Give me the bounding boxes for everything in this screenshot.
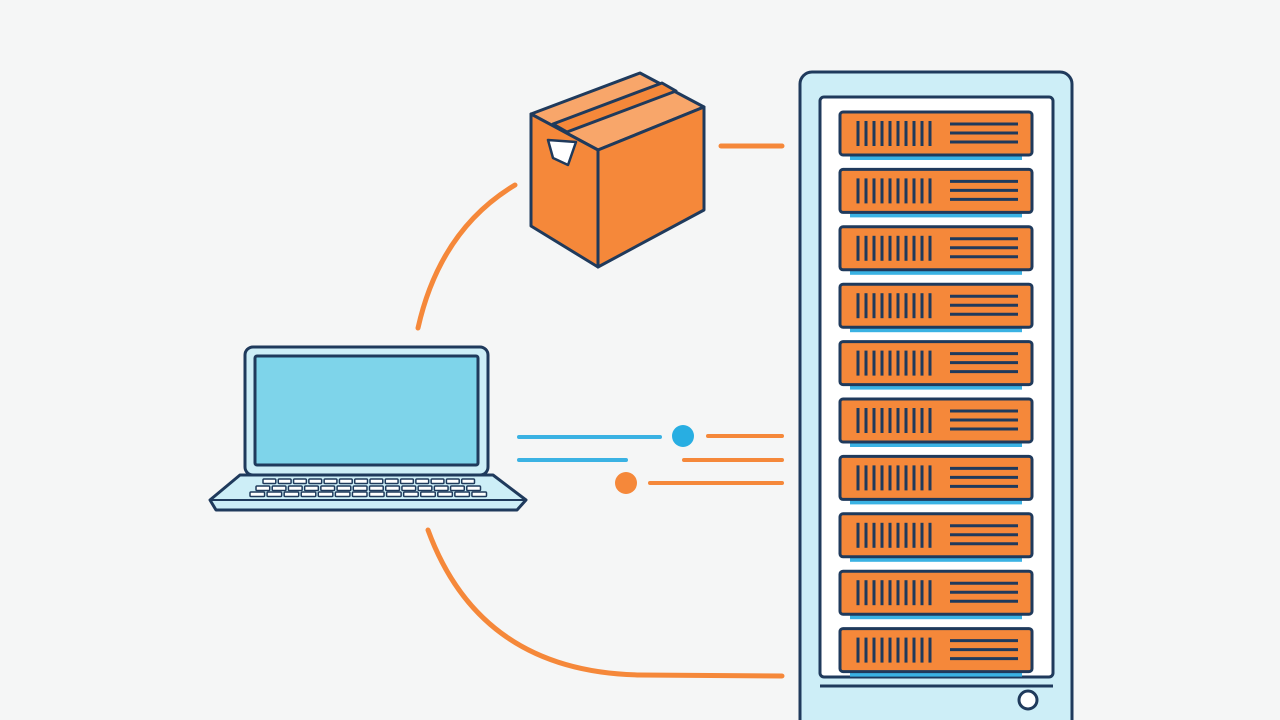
keyboard-key — [368, 491, 385, 498]
keyboard-key — [466, 485, 482, 492]
stream-dot-orange — [615, 472, 637, 494]
rack-unit — [838, 282, 1034, 333]
keyboard-key — [353, 478, 369, 485]
laptop-screen — [253, 354, 480, 467]
rack-unit — [838, 569, 1034, 620]
keyboard-key — [445, 478, 460, 485]
keyboard-key — [255, 485, 271, 492]
package-box-icon — [529, 71, 706, 269]
rack-unit — [838, 167, 1034, 218]
server-rack-icon — [798, 70, 1074, 720]
keyboard-key — [471, 491, 488, 498]
keyboard-key — [399, 478, 415, 485]
keyboard-key — [449, 485, 466, 492]
keyboard-key — [460, 478, 476, 485]
keyboard-key — [419, 491, 437, 498]
keyboard-key — [317, 491, 334, 498]
keyboard-key — [437, 491, 454, 498]
rack-unit — [838, 627, 1034, 677]
keyboard-key — [300, 491, 317, 498]
keyboard-key — [384, 478, 399, 485]
keyboard-key — [352, 485, 368, 492]
rack-unit — [838, 512, 1034, 562]
keyboard-key — [336, 485, 352, 492]
keyboard-key — [430, 478, 445, 485]
box-tape — [551, 81, 678, 134]
keyboard-key — [368, 485, 384, 492]
box-right-face — [596, 105, 706, 269]
rack-unit — [838, 340, 1034, 390]
keyboard-key — [401, 485, 417, 492]
data-stream — [517, 425, 784, 494]
keyboard-key — [303, 485, 320, 492]
connection-lines — [415, 143, 785, 679]
rack-unit — [838, 225, 1034, 275]
keyboard-key — [338, 478, 353, 485]
keyboard-key — [323, 478, 338, 485]
box-tape-flap — [546, 138, 578, 167]
keyboard-key — [271, 485, 287, 492]
keyboard-key — [292, 478, 308, 485]
rack-units — [838, 110, 1034, 677]
keyboard-key — [402, 491, 419, 498]
power-button-icon[interactable] — [1017, 689, 1039, 711]
stream-dot-blue — [672, 425, 694, 447]
keyboard-key — [287, 485, 303, 492]
keyboard-key — [277, 478, 292, 485]
keyboard-key — [308, 478, 323, 485]
laptop-icon — [208, 345, 528, 512]
keyboard-key — [384, 485, 401, 492]
keyboard-key — [385, 491, 402, 498]
keyboard-key — [249, 491, 266, 498]
keyboard-key — [351, 491, 368, 498]
keyboard-key — [433, 485, 449, 492]
arc-laptop-to-server — [425, 527, 785, 679]
rack-unit — [838, 454, 1034, 505]
arc-laptop-to-package — [415, 182, 518, 331]
keyboard-key — [415, 478, 430, 485]
keyboard-key — [320, 485, 336, 492]
rack-unit — [838, 110, 1034, 160]
keyboard-key — [454, 491, 471, 498]
keyboard-key — [417, 485, 433, 492]
rack-unit — [838, 397, 1034, 447]
keyboard-key — [262, 478, 277, 485]
keyboard-key — [283, 491, 300, 498]
keyboard-key — [334, 491, 351, 498]
keyboard-key — [369, 478, 384, 485]
laptop-keyboard — [249, 478, 488, 498]
keyboard-key — [266, 491, 283, 498]
